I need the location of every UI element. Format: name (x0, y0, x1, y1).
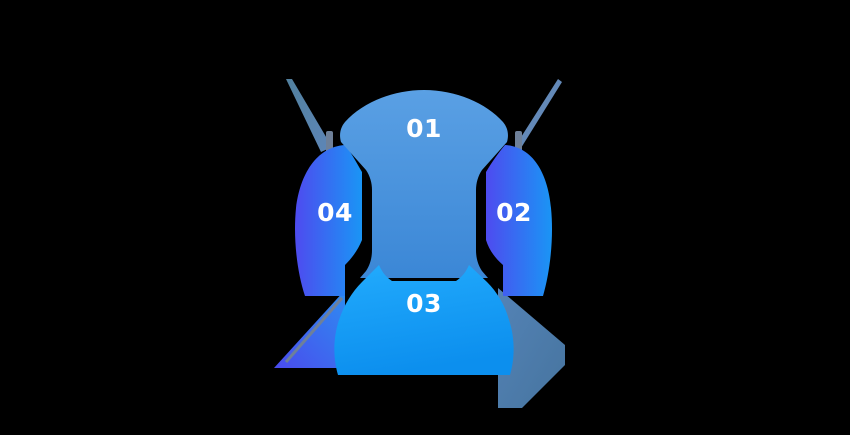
segment-01[interactable]: 01 (340, 90, 508, 278)
segment-02-shape[interactable] (486, 145, 553, 296)
segment-02-label: 02 (496, 198, 532, 227)
connector-group (274, 79, 565, 408)
segment-04-label: 04 (317, 198, 353, 227)
segment-03-shape[interactable] (334, 265, 514, 375)
segment-03[interactable]: 03 (334, 265, 514, 375)
segment-04-shape[interactable] (295, 145, 362, 296)
connector-bottom-right-icon (498, 288, 565, 408)
segment-01-label: 01 (406, 114, 442, 143)
segment-04[interactable]: 04 (295, 145, 362, 296)
connector-bottom-left-line (284, 297, 344, 363)
connector-bottom-left-icon (274, 290, 345, 368)
segment-01-shape[interactable] (340, 90, 508, 278)
segment-03-label: 03 (406, 289, 442, 318)
connector-top-left-icon (286, 79, 332, 152)
connector-top-right-icon (516, 79, 562, 148)
segment-02[interactable]: 02 (486, 145, 553, 296)
